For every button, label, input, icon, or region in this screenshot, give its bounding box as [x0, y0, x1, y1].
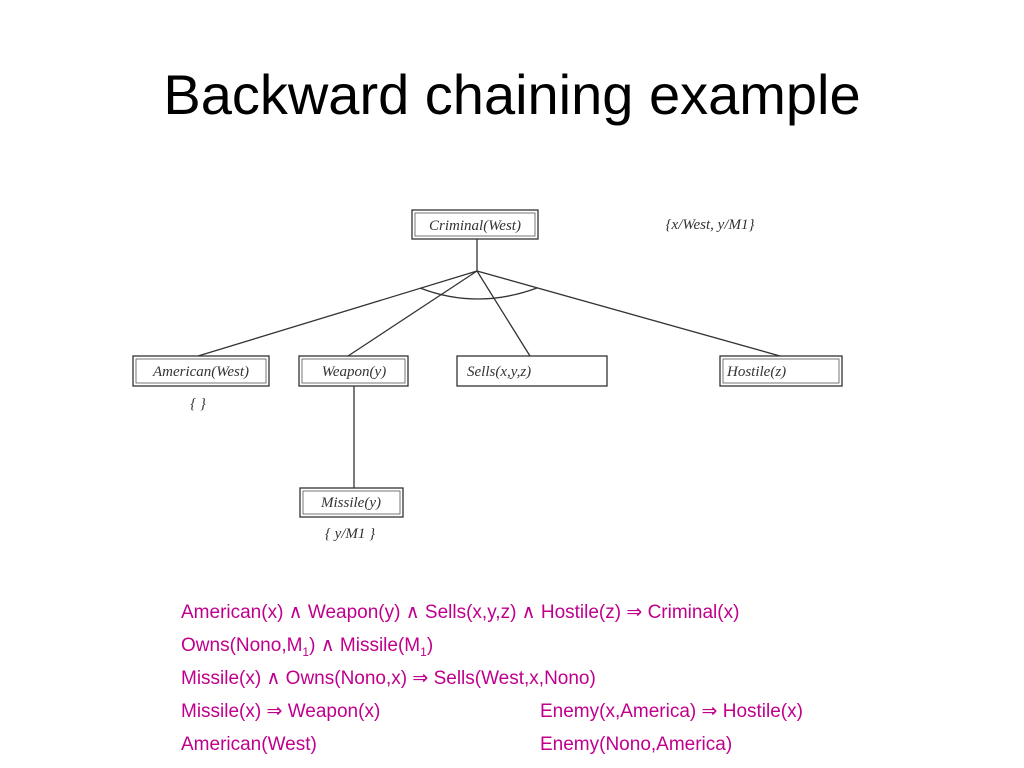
node-american-west: American(West) [132, 355, 270, 387]
node-missile-y-label: Missile(y) [320, 495, 381, 511]
edge-root-american [197, 270, 478, 357]
fact-owns-missile: Owns(Nono,M1) ∧ Missile(M1) [181, 635, 434, 659]
rule-line-3: Missile(x) ∧ Owns(Nono,x) ⇒ Sells(West,x… [181, 662, 961, 695]
fact-enemy-nono: Enemy(Nono,America) [540, 734, 733, 755]
node-sells-xyz-label: Sells(x,y,z) [467, 364, 531, 380]
node-criminal-west: Criminal(West) [411, 209, 539, 240]
rule-line-5: American(West) Enemy(Nono,America) [181, 728, 961, 761]
node-american-west-label: American(West) [152, 364, 249, 380]
missile-substitution: { y/M1 } [325, 526, 375, 542]
node-weapon-y-label: Weapon(y) [322, 364, 386, 380]
rule-criminal: American(x) ∧ Weapon(y) ∧ Sells(x,y,z) ∧… [181, 602, 740, 623]
rule-line-1: American(x) ∧ Weapon(y) ∧ Sells(x,y,z) ∧… [181, 596, 961, 629]
rule-line-2: Owns(Nono,M1) ∧ Missile(M1) [181, 629, 961, 662]
node-criminal-west-label: Criminal(West) [429, 218, 521, 234]
node-hostile-z: Hostile(z) [719, 355, 843, 387]
edge-root-sells [476, 270, 531, 357]
node-hostile-z-label: Hostile(z) [726, 364, 786, 380]
rules-list: American(x) ∧ Weapon(y) ∧ Sells(x,y,z) ∧… [181, 596, 961, 761]
edge-root-hostile [476, 270, 781, 357]
slide-title: Backward chaining example [163, 63, 861, 126]
rule-sells: Missile(x) ∧ Owns(Nono,x) ⇒ Sells(West,x… [181, 668, 596, 689]
node-missile-y: Missile(y) [299, 487, 404, 518]
edge-root-weapon [347, 270, 478, 357]
rule-hostile: Enemy(x,America) ⇒ Hostile(x) [540, 701, 803, 722]
node-weapon-y: Weapon(y) [298, 355, 409, 387]
root-substitution: {x/West, y/M1} [666, 217, 755, 233]
node-sells-xyz: Sells(x,y,z) [456, 355, 608, 387]
fact-american-west: American(West) [181, 734, 317, 755]
rule-line-4: Missile(x) ⇒ Weapon(x) Enemy(x,America) … [181, 695, 961, 728]
rule-weapon: Missile(x) ⇒ Weapon(x) [181, 701, 381, 722]
conjunction-arc [419, 287, 538, 300]
american-substitution: { } [190, 396, 206, 412]
